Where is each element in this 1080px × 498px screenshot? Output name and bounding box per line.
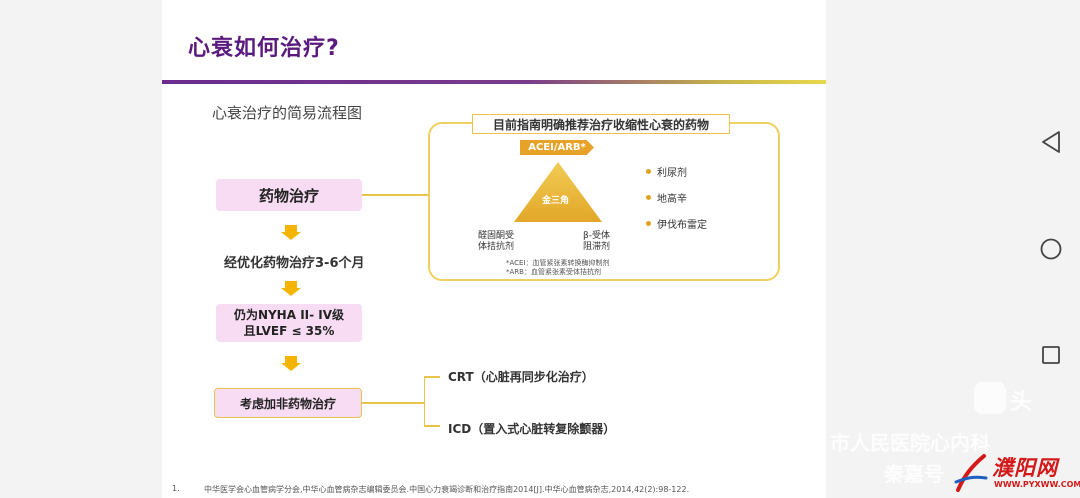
home-button[interactable]	[1038, 236, 1064, 262]
flow-step-drug-therapy-label: 药物治疗	[258, 186, 319, 205]
flow-step-nyha-line1: 仍为NYHA II- IV级	[233, 308, 345, 322]
slide-title: 心衰如何治疗?	[188, 36, 340, 61]
option-icd: ICD（置入式心脏转复除颤器）	[448, 422, 616, 436]
site-logo-url: WWW.PYXWW.COM	[994, 480, 1080, 489]
watermark-hospital: 市人民医院心内科	[830, 431, 990, 455]
back-triangle-icon	[1042, 131, 1060, 153]
flowchart-subtitle: 心衰治疗的简易流程图	[212, 104, 363, 122]
footnote-acei: *ACEI：血管紧张素转换酶抑制剂	[506, 259, 610, 267]
site-logo-text: 濮阳网	[992, 456, 1058, 480]
beta-blocker-line2: 阻滞剂	[583, 242, 611, 252]
bullet-dot	[646, 221, 651, 226]
beta-blocker-label: β-受体 阻滞剂	[583, 231, 610, 253]
footnote-arb: *ARB：血管紧张素受体拮抗剂	[506, 268, 601, 276]
drug-item-digoxin: 地高辛	[646, 190, 687, 205]
recents-square-icon	[1042, 346, 1060, 364]
drug-item-label: 利尿剂	[657, 168, 687, 179]
recents-button[interactable]	[1038, 342, 1064, 368]
flow-step-nyha-line2: 且LVEF ≤ 35%	[243, 324, 335, 338]
aldosterone-line1: 醛固酮受	[478, 231, 515, 241]
logo-swoosh-icon	[954, 454, 988, 492]
watermark-top: 头	[1010, 390, 1033, 415]
home-circle-icon	[1040, 238, 1062, 260]
acei-arb-tag: ACEI/ARB*	[520, 140, 594, 155]
watermark-account: 秦嘉号	[884, 462, 944, 486]
bracket-top-tick	[424, 376, 440, 378]
recommended-drugs-header: 目前指南明确推荐治疗收缩性心衰的药物	[472, 114, 730, 134]
left-margin	[0, 0, 162, 498]
slide: 心衰如何治疗? 心衰治疗的简易流程图 药物治疗 经优化药物治疗3-6个月 仍为N…	[162, 0, 826, 498]
bracket-bottom-tick	[424, 425, 440, 427]
reference-number: 1.	[172, 484, 180, 493]
connector-nonpharm	[362, 402, 424, 404]
back-button[interactable]	[1038, 129, 1064, 155]
right-margin	[826, 0, 1080, 498]
golden-triangle	[514, 162, 602, 222]
flow-step-drug-therapy: 药物治疗	[216, 179, 362, 211]
drug-item-diuretic: 利尿剂	[646, 164, 687, 179]
options-bracket	[424, 376, 433, 426]
title-divider	[162, 80, 826, 84]
drug-item-label: 地高辛	[657, 194, 687, 205]
bullet-dot	[646, 195, 651, 200]
flow-step-nonpharm: 考虑加非药物治疗	[214, 388, 362, 418]
reference-text: 中华医学会心血管病学分会,中华心血管病杂志编辑委员会.中国心力衰竭诊断和治疗指南…	[204, 485, 690, 494]
watermark-icon	[974, 382, 1006, 414]
triangle-center-label: 金三角	[542, 196, 570, 206]
flow-step-optimize: 经优化药物治疗3-6个月	[224, 256, 365, 271]
drug-item-label: 伊伐布雷定	[657, 220, 707, 231]
bullet-dot	[646, 169, 651, 174]
site-logo: 濮阳网	[992, 452, 1058, 482]
flow-step-nonpharm-label: 考虑加非药物治疗	[239, 396, 336, 411]
aldosterone-antagonist-label: 醛固酮受 体拮抗剂	[478, 231, 514, 253]
option-crt: CRT（心脏再同步化治疗）	[448, 370, 594, 384]
flow-step-nyha: 仍为NYHA II- IV级 且LVEF ≤ 35%	[216, 304, 362, 342]
beta-blocker-line1: β-受体	[583, 231, 610, 241]
aldosterone-line2: 体拮抗剂	[478, 242, 515, 252]
connector-drug-box	[362, 194, 428, 196]
drug-item-ivabradine: 伊伐布雷定	[646, 216, 707, 231]
